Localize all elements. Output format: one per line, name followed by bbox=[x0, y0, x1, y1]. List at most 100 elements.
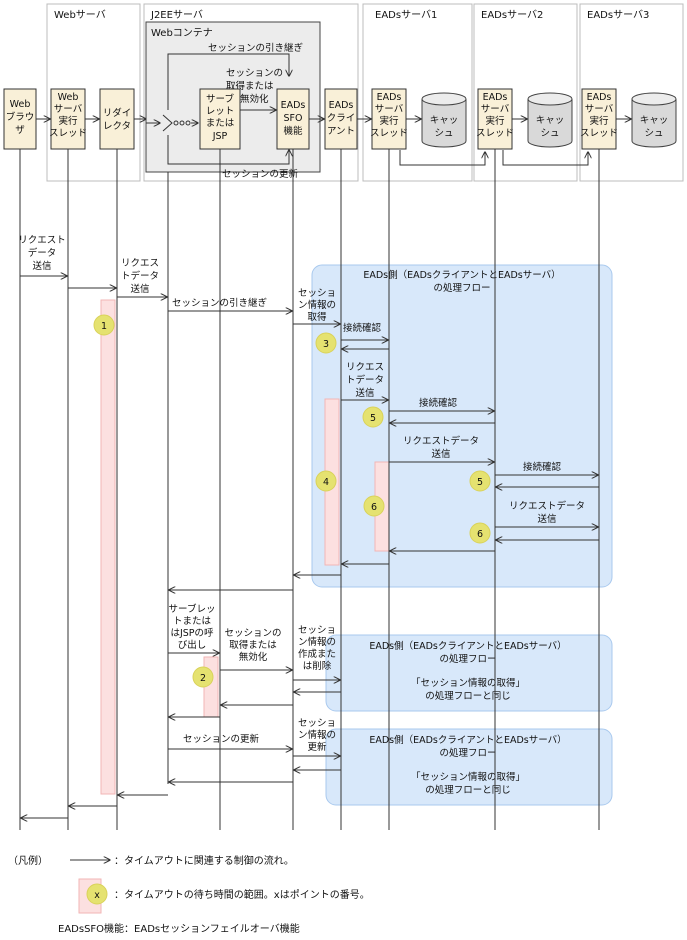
svg-text:サーバ: サーバ bbox=[481, 104, 510, 115]
svg-text:取得: 取得 bbox=[307, 311, 327, 323]
cache2-icon bbox=[527, 92, 573, 148]
point-marker-4: 4 bbox=[315, 470, 337, 492]
svg-text:セッションの: セッションの bbox=[224, 628, 281, 639]
eads-client-box bbox=[324, 88, 358, 150]
svg-text:4: 4 bbox=[323, 477, 329, 488]
web-server-frame bbox=[46, 3, 141, 182]
svg-text:Web: Web bbox=[58, 92, 79, 103]
top-session-get-label-1: セッションの bbox=[226, 68, 283, 79]
svg-text:アント: アント bbox=[327, 126, 355, 137]
svg-text:送信: 送信 bbox=[32, 260, 51, 272]
legend-arrow-text: ：タイムアウトに関連する制御の流れ。 bbox=[114, 854, 294, 867]
svg-text:更新: 更新 bbox=[307, 741, 327, 753]
eads-server2-frame bbox=[473, 3, 578, 182]
svg-text:ン情報の: ン情報の bbox=[298, 636, 336, 648]
svg-text:セッショ: セッショ bbox=[298, 625, 336, 636]
svg-text:キャッ: キャッ bbox=[536, 115, 565, 126]
svg-text:の処理フロー: の処理フロー bbox=[439, 747, 496, 759]
top-session-handover-label: セッションの引き継ぎ bbox=[208, 42, 304, 54]
svg-text:トまたは: トまたは bbox=[173, 616, 212, 627]
svg-text:EADs: EADs bbox=[377, 92, 402, 103]
svg-text:レクタ: レクタ bbox=[103, 121, 131, 132]
svg-text:スレッド: スレッド bbox=[370, 128, 408, 139]
j2ee-server-frame bbox=[143, 3, 359, 182]
eads-server3-label: EADsサーバ3 bbox=[587, 9, 649, 21]
svg-text:スレッド: スレッド bbox=[49, 128, 87, 139]
svg-text:は削除: は削除 bbox=[303, 660, 332, 672]
top-session-update-label: セッションの更新 bbox=[222, 168, 299, 180]
web-container-label: Webコンテナ bbox=[151, 27, 213, 39]
legend-prefix: （凡例） bbox=[8, 854, 48, 867]
svg-text:送信: 送信 bbox=[537, 513, 556, 525]
svg-text:送信: 送信 bbox=[355, 387, 374, 399]
svg-text:6: 6 bbox=[371, 502, 377, 513]
point-marker-5b: 5 bbox=[469, 470, 491, 492]
svg-text:2: 2 bbox=[200, 673, 206, 684]
svg-text:サーブレッ: サーブレッ bbox=[169, 603, 216, 615]
svg-text:1: 1 bbox=[101, 321, 107, 332]
svg-text:トデータ: トデータ bbox=[346, 374, 384, 386]
legend-point-marker bbox=[86, 883, 108, 905]
svg-text:EADs側（EADsクライアントとEADsサーバ）: EADs側（EADsクライアントとEADsサーバ） bbox=[369, 734, 566, 746]
svg-text:リクエストデータ: リクエストデータ bbox=[403, 435, 479, 447]
svg-text:リダイ: リダイ bbox=[103, 107, 132, 119]
web-server-label: Webサーバ bbox=[54, 9, 106, 21]
svg-text:の処理フローと同じ: の処理フローと同じ bbox=[425, 690, 511, 702]
eads-main-region bbox=[311, 264, 613, 588]
svg-text:シュ: シュ bbox=[540, 128, 559, 139]
servlet-jsp-box bbox=[199, 88, 241, 150]
svg-text:セッションの更新: セッションの更新 bbox=[183, 733, 260, 745]
svg-text:取得または: 取得または bbox=[229, 639, 277, 651]
top-session-get-label-3: 無効化 bbox=[240, 93, 269, 105]
svg-text:EADs側（EADsクライアントとEADsサーバ）: EADs側（EADsクライアントとEADsサーバ） bbox=[363, 269, 560, 281]
svg-text:サーバ: サーバ bbox=[54, 104, 83, 115]
svg-text:サーバ: サーバ bbox=[375, 104, 404, 115]
svg-text:5: 5 bbox=[477, 477, 483, 488]
eads-sub-region-1 bbox=[325, 634, 613, 712]
svg-text:無効化: 無効化 bbox=[239, 651, 268, 663]
eads-server3-frame bbox=[579, 3, 684, 182]
svg-text:6: 6 bbox=[477, 529, 483, 540]
cache3-icon bbox=[631, 92, 677, 148]
svg-text:リクエス: リクエス bbox=[346, 362, 384, 373]
svg-text:Web: Web bbox=[10, 99, 31, 110]
svg-text:び出し: び出し bbox=[178, 639, 207, 651]
point-marker-5a: 5 bbox=[362, 406, 384, 428]
eads-server2-label: EADsサーバ2 bbox=[481, 9, 543, 21]
svg-text:EADs: EADs bbox=[483, 92, 508, 103]
svg-text:x: x bbox=[94, 890, 100, 901]
svg-text:データ: データ bbox=[28, 247, 57, 259]
lifelines bbox=[19, 149, 600, 830]
svg-text:はJSPの呼: はJSPの呼 bbox=[170, 628, 214, 639]
svg-text:キャッ: キャッ bbox=[430, 115, 459, 126]
svg-text:ン情報の: ン情報の bbox=[298, 299, 336, 311]
eads-sfo-box bbox=[276, 88, 310, 150]
eads-sub-region-2 bbox=[325, 728, 613, 806]
timeout-range-1 bbox=[100, 299, 116, 795]
svg-text:シュ: シュ bbox=[644, 128, 663, 139]
svg-text:リクエスト: リクエスト bbox=[18, 235, 66, 246]
svg-text:スレッド: スレッド bbox=[580, 128, 618, 139]
redirector-box bbox=[99, 88, 135, 150]
legend-sfo-text: EADsSFO機能：EADsセッションフェイルオーバ機能 bbox=[58, 922, 300, 935]
svg-text:送信: 送信 bbox=[431, 448, 450, 460]
svg-text:「セッション情報の取得」: 「セッション情報の取得」 bbox=[411, 677, 525, 689]
svg-text:EADs側（EADsクライアントとEADsサーバ）: EADs側（EADsクライアントとEADsサーバ） bbox=[369, 640, 566, 652]
cache1-icon bbox=[421, 92, 467, 148]
svg-text:シュ: シュ bbox=[434, 128, 453, 139]
svg-text:「セッション情報の取得」: 「セッション情報の取得」 bbox=[411, 771, 525, 783]
svg-text:SFO: SFO bbox=[284, 113, 303, 124]
svg-text:EADs: EADs bbox=[587, 92, 612, 103]
svg-text:サーバ: サーバ bbox=[585, 104, 614, 115]
svg-text:レット: レット bbox=[206, 106, 235, 117]
svg-text:EADs: EADs bbox=[281, 100, 306, 111]
svg-text:実行: 実行 bbox=[379, 115, 399, 127]
svg-text:または: または bbox=[206, 118, 235, 129]
svg-text:キャッ: キャッ bbox=[640, 115, 669, 126]
svg-text:の処理フロー: の処理フロー bbox=[433, 282, 490, 294]
svg-text:セッショ: セッショ bbox=[298, 288, 336, 299]
component-boxes: Web ブラウ ザ Web サーバ 実行 スレッド リダイ レクタ サーブ レッ… bbox=[3, 88, 677, 166]
svg-text:接続確認: 接続確認 bbox=[523, 461, 562, 473]
point-marker-3: 3 bbox=[315, 332, 337, 354]
svg-text:接続確認: 接続確認 bbox=[343, 322, 382, 334]
